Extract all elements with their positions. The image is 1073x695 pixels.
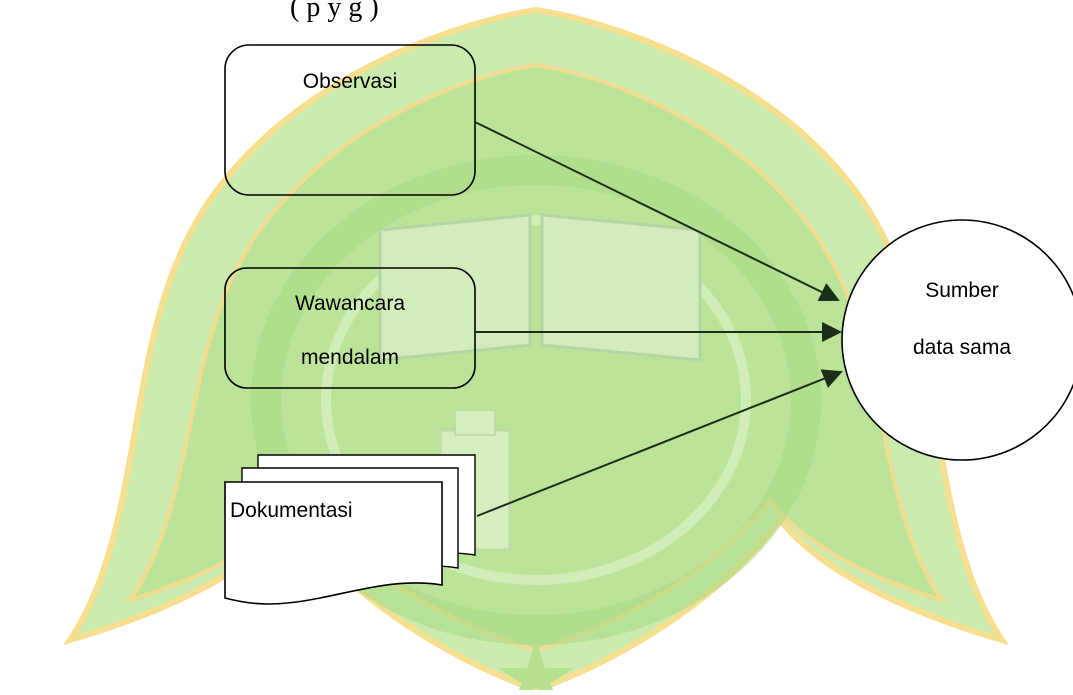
arrow-observasi-to-target xyxy=(474,121,840,302)
sumber-data-node: Sumber data sama xyxy=(841,219,1073,461)
wawancara-label-line-2: mendalam xyxy=(301,346,399,369)
observasi-box xyxy=(224,44,476,196)
wawancara-box xyxy=(224,267,476,389)
observasi-label: Observasi xyxy=(303,70,398,93)
wawancara-node: Wawancara mendalam xyxy=(224,267,476,389)
observasi-node: Observasi xyxy=(224,44,476,196)
dokumentasi-node: Dokumentasi xyxy=(224,454,476,605)
wawancara-label-line-1: Wawancara xyxy=(295,292,405,315)
document-front-sheet xyxy=(224,481,443,605)
target-label-line-2: data sama xyxy=(913,336,1011,359)
caption-fragment: ( p y g ) xyxy=(290,0,379,23)
target-circle xyxy=(841,219,1073,461)
arrow-dokumentasi-to-target xyxy=(476,369,843,517)
dokumentasi-label: Dokumentasi xyxy=(230,499,353,522)
target-label-line-1: Sumber xyxy=(925,279,999,302)
